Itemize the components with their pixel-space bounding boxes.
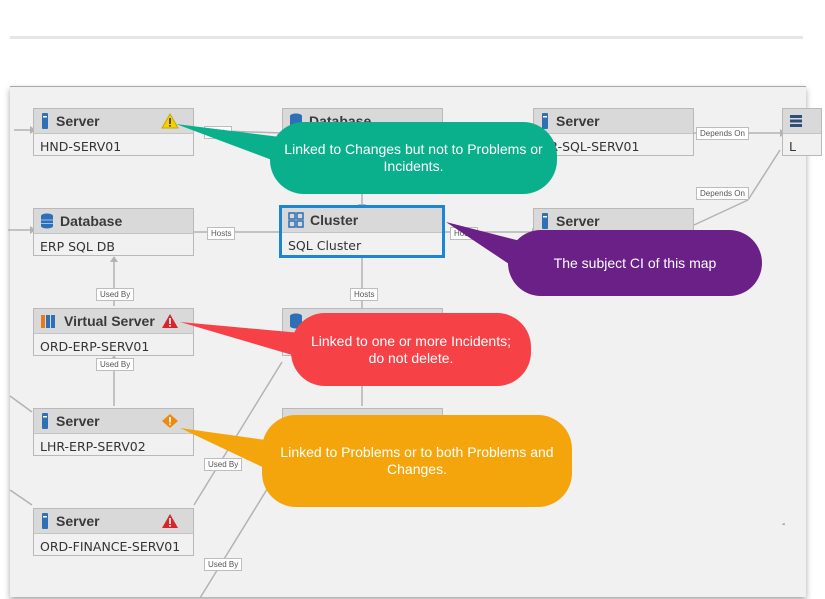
node-erp-sql-db[interactable]: Database ERP SQL DB (33, 208, 194, 256)
callout-text: Linked to Changes but not to Problems or… (284, 141, 543, 174)
node-name: ORD-FINANCE-SERV01 (40, 539, 181, 554)
node-name: SQL Cluster (288, 238, 362, 253)
node-lhr-sql-serv01[interactable]: Server HR-SQL-SERV01 (533, 108, 694, 156)
node-type: Server (56, 113, 100, 129)
virtual-server-icon (41, 315, 55, 328)
incident-icon (162, 514, 178, 528)
node-name: ORD-ERP-SERV01 (40, 339, 150, 354)
edge-label-hosts: Hosts (207, 227, 236, 240)
rack-icon (790, 115, 802, 127)
edge-label-used-by: Used By (204, 558, 243, 571)
incident-icon (162, 314, 178, 328)
node-type: Virtual Server (64, 313, 155, 329)
server-icon (542, 113, 548, 129)
node-name: L (789, 139, 796, 154)
stray-dash: - (782, 519, 786, 530)
server-icon (42, 413, 48, 429)
callout-text: Linked to one or more Incidents; do not … (310, 332, 511, 366)
edge-label-depends-on: Depends On (696, 187, 749, 200)
node-ord-finance-serv01[interactable]: Server ORD-FINANCE-SERV01 (33, 508, 194, 556)
node-type: Database (60, 213, 123, 229)
callout-text: Linked to Problems or to both Problems a… (280, 444, 554, 477)
node-name: LHR-ERP-SERV02 (40, 439, 146, 454)
node-name: ERP SQL DB (40, 239, 116, 254)
node-sql-cluster-subject[interactable]: Cluster SQL Cluster (279, 205, 445, 258)
node-name: HND-SERV01 (40, 139, 122, 154)
edge-label-depends-on: Depends On (696, 127, 749, 140)
top-divider (10, 36, 803, 39)
node-type: Server (56, 413, 100, 429)
node-type: Server (556, 213, 600, 229)
callout-subject-ci: The subject CI of this map (508, 230, 762, 296)
node-type: Cluster (310, 212, 359, 228)
cluster-icon (288, 212, 304, 228)
callout-linked-to-problems: Linked to Problems or to both Problems a… (262, 415, 572, 507)
node-type: Server (556, 113, 600, 129)
server-icon (542, 213, 548, 229)
edge-label-used-by: Used By (96, 288, 135, 301)
node-lhr-erp-serv02[interactable]: Server LHR-ERP-SERV02 (33, 408, 194, 456)
node-ord-erp-serv01[interactable]: Virtual Server ORD-ERP-SERV01 (33, 308, 194, 356)
edge-label-hosts: Hosts (350, 288, 379, 301)
callout-text: The subject CI of this map (553, 254, 717, 271)
server-icon (42, 513, 48, 529)
database-icon (41, 213, 53, 229)
callout-linked-to-changes: Linked to Changes but not to Problems or… (270, 122, 557, 194)
node-hnd-serv01[interactable]: Server HND-SERV01 (33, 108, 194, 156)
edge-label-used-by: Used By (96, 358, 135, 371)
node-type: Server (56, 513, 100, 529)
edge-label-used-by: Used By (204, 458, 243, 471)
node-name: HR-SQL-SERV01 (540, 139, 640, 154)
callout-linked-to-incidents: Linked to one or more Incidents; do not … (291, 313, 531, 386)
server-icon (42, 113, 48, 129)
warning-icon (161, 113, 179, 129)
problem-icon (162, 414, 178, 428)
node-far-right[interactable]: L (782, 108, 822, 156)
